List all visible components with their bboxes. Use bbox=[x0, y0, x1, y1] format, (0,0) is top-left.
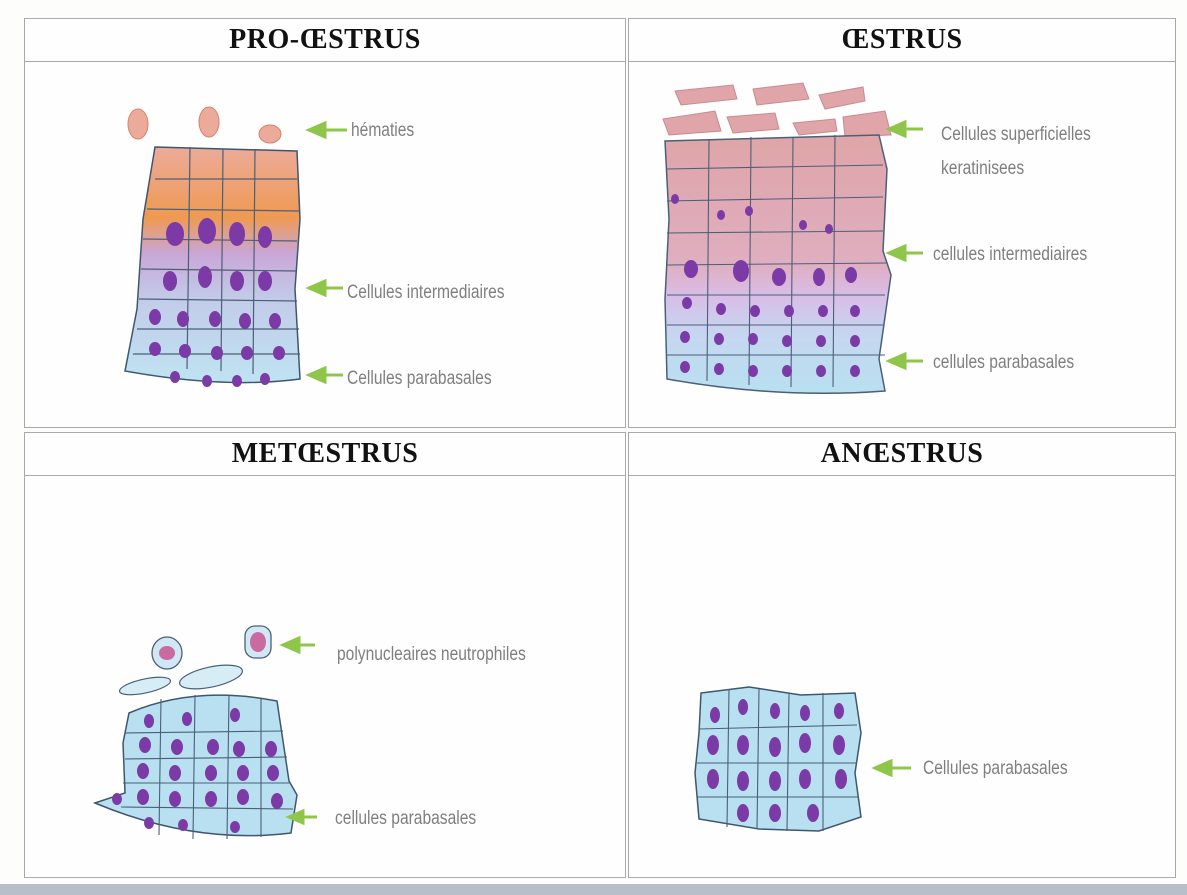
keratinized-flakes bbox=[663, 83, 891, 137]
metoestrus-cell-illustration bbox=[25, 433, 627, 879]
oestrus-cell-illustration bbox=[629, 19, 1177, 429]
label-parabasal-cells: cellules parabasales bbox=[933, 351, 1074, 375]
panel-anoestrus: ANŒSTRUS Cellules parabasales bbox=[628, 432, 1176, 878]
anoestrus-cell-illustration bbox=[629, 433, 1177, 879]
label-parabasal-cells: Cellules parabasales bbox=[923, 757, 1068, 781]
label-keratinized: keratinisees bbox=[941, 157, 1024, 181]
panel-oestrus: ŒSTRUS bbox=[628, 18, 1176, 428]
label-superficial-cells: Cellules superficielles bbox=[941, 123, 1091, 147]
bottom-edge-bar bbox=[0, 884, 1187, 895]
label-hematies: hématies bbox=[351, 119, 414, 143]
red-blood-cell bbox=[259, 125, 281, 143]
label-parabasal-cells: cellules parabasales bbox=[335, 807, 476, 831]
label-parabasal-cells: Cellules parabasales bbox=[347, 367, 492, 391]
panel-pro-oestrus: PRO-ŒSTRUS bbox=[24, 18, 626, 428]
pro-oestrus-cell-illustration bbox=[25, 19, 627, 429]
neutrophils bbox=[152, 626, 271, 669]
label-neutrophils: polynucleaires neutrophiles bbox=[337, 643, 526, 667]
panel-metoestrus: METŒSTRUS polynucleaires ne bbox=[24, 432, 626, 878]
red-blood-cell bbox=[128, 109, 148, 139]
label-intermediate-cells: Cellules intermediaires bbox=[347, 281, 505, 305]
label-intermediate-cells: cellules intermediaires bbox=[933, 243, 1087, 267]
arrow-icon bbox=[889, 122, 923, 368]
red-blood-cell bbox=[199, 107, 219, 137]
flakes bbox=[118, 661, 244, 699]
arrow-icon bbox=[309, 123, 347, 382]
arrow-icon bbox=[875, 761, 911, 775]
epithelium bbox=[95, 695, 297, 835]
